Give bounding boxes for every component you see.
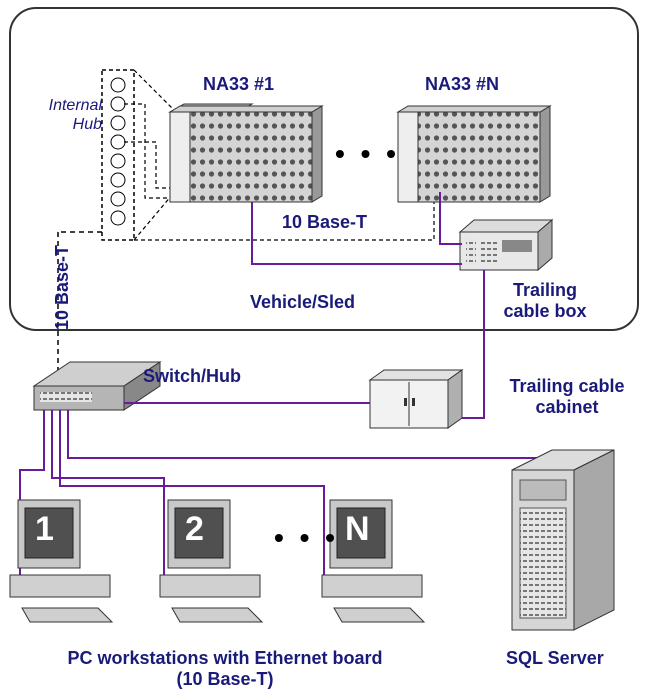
na33-rack-1	[168, 103, 324, 203]
vehicle-sled-boundary	[9, 7, 639, 331]
trailing-cable-box-device	[458, 218, 554, 272]
rack-ellipsis: • • •	[335, 138, 400, 169]
internal-hub	[101, 69, 135, 241]
pc-workstation-2	[159, 499, 264, 623]
switch-hub-label: Switch/Hub	[143, 366, 241, 386]
pc-workstation-n	[321, 499, 426, 623]
hub-projection-lines	[124, 69, 435, 241]
purple-cabling-inner	[251, 192, 462, 265]
pc-n-screen-number: N	[345, 510, 370, 548]
na33-first-label: NA33 #1	[203, 74, 275, 94]
switch-hub-device	[32, 361, 162, 411]
sql-server-label: SQL Server	[506, 648, 604, 668]
trailing-cable-cabinet-label: Trailing cable cabinet	[509, 376, 625, 417]
vehicle-sled-label: Vehicle/Sled	[250, 292, 356, 312]
na33-rack-n	[396, 105, 552, 203]
pc-ellipsis: • • •	[274, 522, 339, 553]
pc-workstations-label: PC workstations with Ethernet board (10 …	[67, 648, 383, 689]
internal-hub-label: Internal Hub	[48, 97, 102, 134]
pc-workstation-1	[9, 499, 114, 623]
ten-base-t-inner-label: 10 Base-T	[282, 212, 368, 232]
pc-2-screen-number: 2	[185, 510, 204, 548]
pc-1-screen-number: 1	[35, 510, 54, 548]
na33-last-label: NA33 #N	[425, 74, 500, 94]
trailing-cable-box-label: Trailing cable box	[503, 280, 587, 321]
ten-base-t-vertical-label: 10 Base-T	[52, 244, 72, 330]
sql-server-device	[511, 449, 615, 631]
trailing-cable-cabinet-device	[368, 369, 464, 429]
